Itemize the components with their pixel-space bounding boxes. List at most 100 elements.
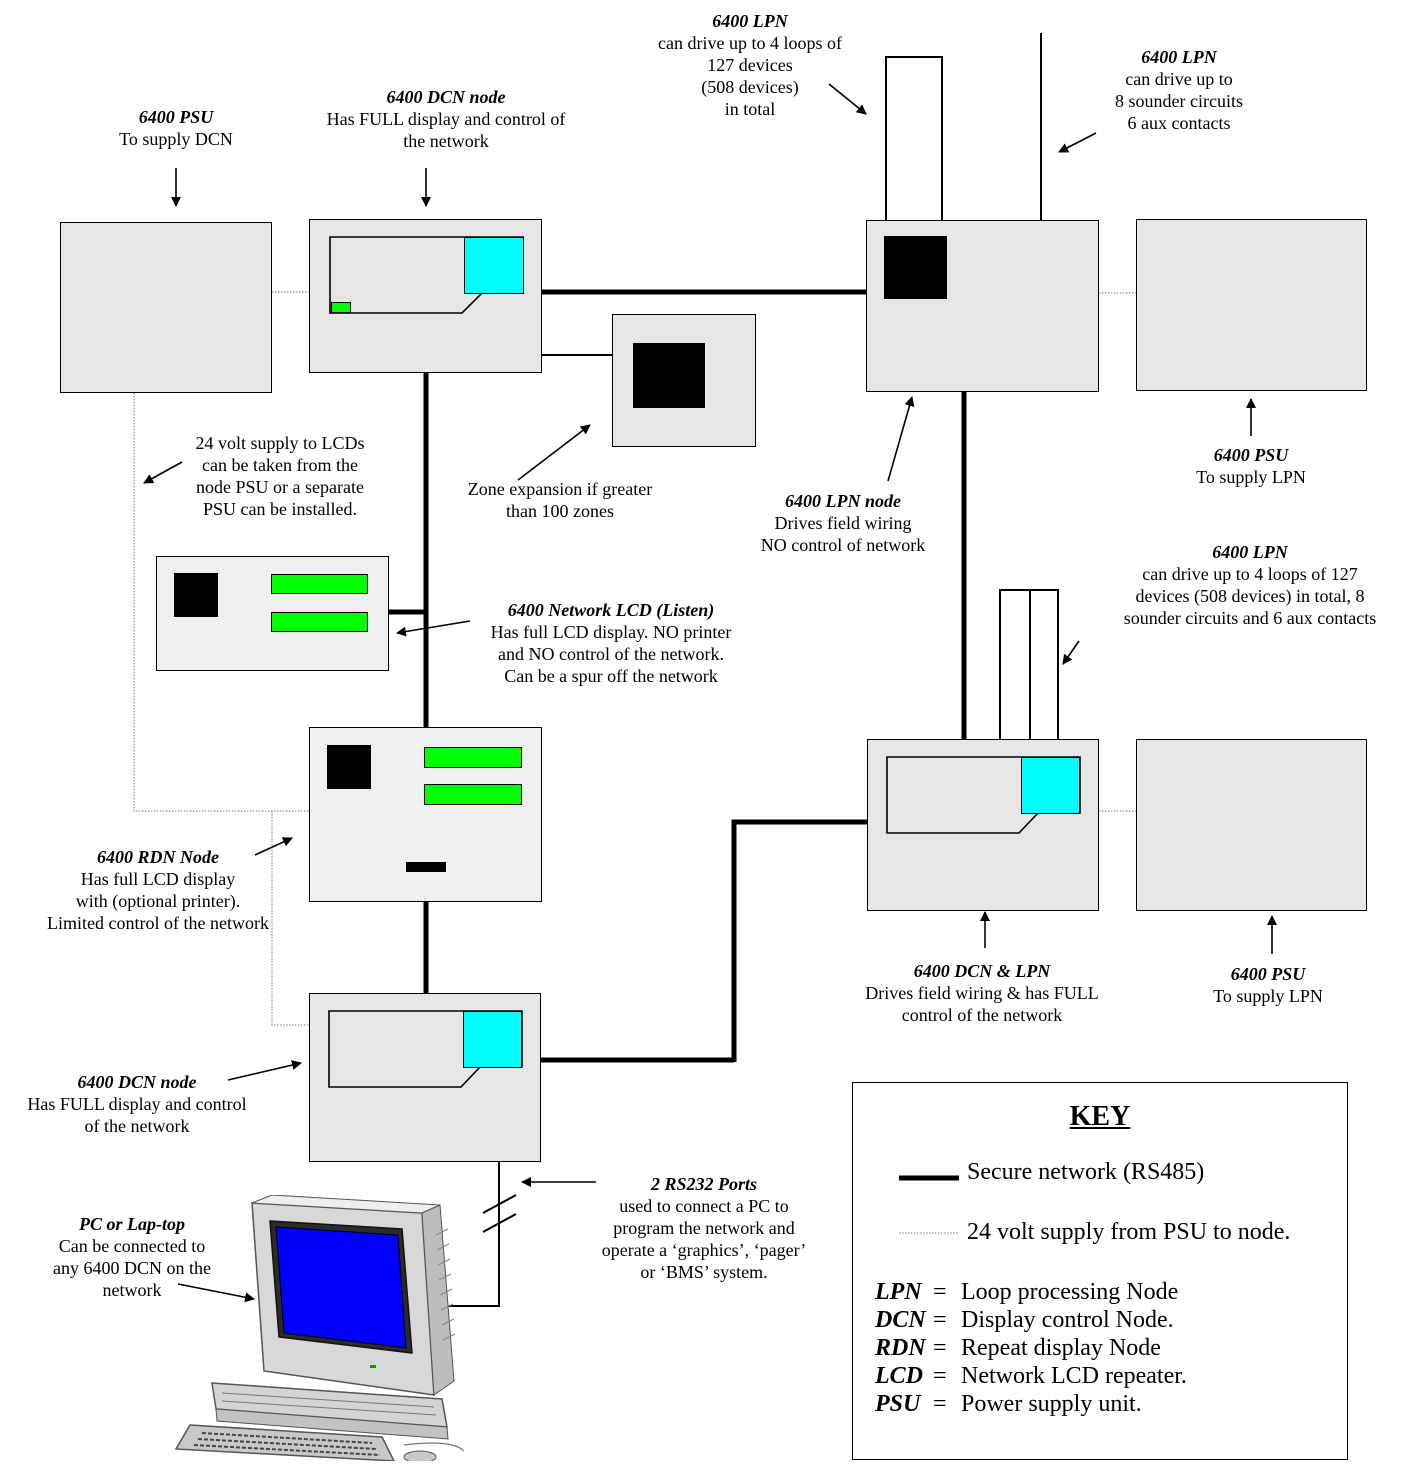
meaning: Loop processing Node xyxy=(961,1279,1179,1305)
legend-swatch-supply xyxy=(899,1232,959,1234)
abbr: PSU xyxy=(875,1391,921,1417)
zone-expansion-unit xyxy=(612,314,756,447)
label-title: 6400 DCN node xyxy=(386,87,506,107)
label-title: 6400 DCN & LPN xyxy=(913,961,1051,981)
label-line: operate a ‘graphics’, ‘pager’ xyxy=(601,1240,807,1260)
label-rs232: 2 RS232 Ports used to connect a PC to pr… xyxy=(602,1173,807,1283)
label-line: Has full LCD display. NO printer xyxy=(490,622,732,642)
label-title: 6400 RDN Node xyxy=(96,847,219,867)
label-line: Has full LCD display xyxy=(80,869,236,889)
label-line: To supply DCN xyxy=(119,129,233,149)
equals: = xyxy=(933,1335,947,1361)
meaning: Power supply unit. xyxy=(961,1391,1142,1417)
label-dcn-lpn: 6400 DCN & LPN Drives field wiring & has… xyxy=(865,960,1098,1026)
label-line: Can be connected to xyxy=(58,1236,206,1256)
label-line: of the network xyxy=(84,1116,190,1136)
label-rdn-node: 6400 RDN Node Has full LCD display with … xyxy=(47,846,269,934)
legend-abbr-rdn: RDN=Repeat display Node xyxy=(875,1335,1161,1362)
label-line: the network xyxy=(403,131,489,151)
lcd-display-row-2 xyxy=(271,612,368,632)
display-screen xyxy=(463,1011,522,1068)
status-led xyxy=(331,302,351,313)
legend-key: KEY Secure network (RS485) 24 volt suppl… xyxy=(852,1082,1348,1460)
label-line: NO control of network xyxy=(760,535,926,555)
label-line: To supply LPN xyxy=(1196,467,1306,487)
display-screen xyxy=(1021,757,1080,814)
lcd-module xyxy=(174,573,218,617)
loop-processor xyxy=(884,236,947,299)
label-line: Zone expansion if greater xyxy=(467,479,653,499)
display-screen xyxy=(464,237,524,294)
psu-lpn-unit-bottom xyxy=(1136,739,1367,911)
rdn-display-row-1 xyxy=(424,747,522,768)
label-lpn-loops: 6400 LPN can drive up to 4 loops of 127 … xyxy=(658,10,842,120)
meaning: Network LCD repeater. xyxy=(961,1363,1187,1389)
label-line: sounder circuits and 6 aux contacts xyxy=(1123,608,1377,628)
label-line: Limited control of the network xyxy=(47,913,269,933)
lpn-node-top xyxy=(866,220,1099,392)
label-title: 6400 LPN xyxy=(1141,47,1217,67)
label-psu-dcn: 6400 PSU To supply DCN xyxy=(119,106,233,150)
label-line: 127 devices xyxy=(707,55,793,75)
label-title: 6400 Network LCD (Listen) xyxy=(507,600,715,620)
equals: = xyxy=(933,1391,947,1417)
legend-title: KEY xyxy=(1069,1101,1131,1132)
label-line: To supply LPN xyxy=(1213,986,1323,1006)
label-title: 6400 LPN node xyxy=(785,491,901,511)
network-lcd-unit xyxy=(156,556,389,671)
secure-network-wiring xyxy=(389,289,967,1063)
label-title: 6400 PSU xyxy=(1230,964,1306,984)
abbr: LPN xyxy=(875,1279,922,1305)
psu-dcn-unit xyxy=(60,222,272,393)
label-title: PC or Lap-top xyxy=(78,1214,185,1234)
label-title: 6400 PSU xyxy=(138,107,214,127)
label-line: 6 aux contacts xyxy=(1127,113,1231,133)
label-line: 24 volt supply to LCDs xyxy=(195,433,365,453)
label-pc: PC or Lap-top Can be connected to any 64… xyxy=(53,1213,211,1301)
meaning: Display control Node. xyxy=(961,1307,1174,1333)
label-title: 6400 PSU xyxy=(1213,445,1289,465)
printer-slot xyxy=(406,862,446,872)
label-title: 6400 DCN node xyxy=(77,1072,197,1092)
rdn-module xyxy=(327,745,371,789)
label-line: in total xyxy=(724,99,776,119)
label-line: Drives field wiring & has FULL xyxy=(865,983,1099,1003)
label-line: can be taken from the xyxy=(202,455,358,475)
label-line: used to connect a PC to xyxy=(619,1196,789,1216)
label-line: than 100 zones xyxy=(506,501,614,521)
label-lpn-sounder: 6400 LPN can drive up to 8 sounder circu… xyxy=(1115,46,1243,134)
label-line: program the network and xyxy=(613,1218,795,1238)
equals: = xyxy=(933,1363,947,1389)
label-psu-lpn-bottom: 6400 PSU To supply LPN xyxy=(1213,963,1323,1007)
label-title: 6400 LPN xyxy=(712,11,788,31)
label-line: any 6400 DCN on the xyxy=(53,1258,211,1278)
equals: = xyxy=(933,1279,947,1305)
zone-expansion-module xyxy=(633,343,705,408)
label-line: with (optional printer). xyxy=(75,891,241,911)
thin-wiring xyxy=(440,33,1059,1307)
legend-abbr-lpn: LPN = Loop processing Node xyxy=(875,1279,1178,1306)
label-line: network xyxy=(102,1280,162,1300)
label-lpn-full: 6400 LPN can drive up to 4 loops of 127 … xyxy=(1124,541,1376,629)
dcn-lpn-node xyxy=(867,739,1099,911)
label-title: 6400 LPN xyxy=(1212,542,1288,562)
label-line: can drive up to 4 loops of xyxy=(658,33,842,53)
label-line: 8 sounder circuits xyxy=(1115,91,1243,111)
annotation-arrows xyxy=(143,83,1277,1303)
label-line: Has FULL display and control of xyxy=(326,109,566,129)
label-line: can drive up to xyxy=(1125,69,1233,89)
label-network-lcd: 6400 Network LCD (Listen) Has full LCD d… xyxy=(491,599,732,687)
meaning: Repeat display Node xyxy=(961,1335,1161,1361)
label-line: Can be a spur off the network xyxy=(504,666,718,686)
label-dcn-top: 6400 DCN node Has FULL display and contr… xyxy=(327,86,566,152)
label-line: can drive up to 4 loops of 127 xyxy=(1142,564,1358,584)
label-line: (508 devices) xyxy=(701,77,799,97)
legend-swatch-secure xyxy=(899,1175,959,1181)
label-zone-expansion: Zone expansion if greater than 100 zones xyxy=(468,478,652,522)
label-line: node PSU or a separate xyxy=(196,477,364,497)
label-line: and NO control of the network. xyxy=(498,644,724,664)
dcn-node-top xyxy=(309,219,542,373)
label-line: or ‘BMS’ system. xyxy=(640,1262,768,1282)
